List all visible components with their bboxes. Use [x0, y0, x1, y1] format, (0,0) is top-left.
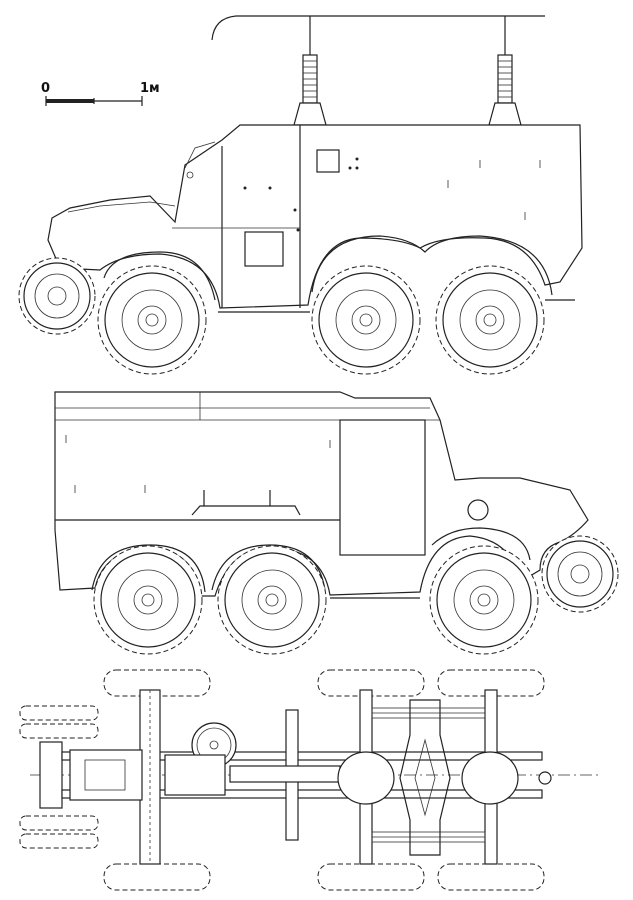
wheel-4	[93, 545, 203, 655]
engine	[69, 749, 143, 801]
scale-end-label: 1м	[140, 81, 160, 96]
wheel-2	[311, 265, 421, 375]
scale-bar: 0 1м	[41, 81, 160, 106]
side-view-left	[54, 391, 619, 655]
bogie-frame	[399, 699, 451, 856]
differential-1	[337, 751, 395, 805]
antenna-insulator-left	[293, 54, 327, 126]
chassis-top-view	[19, 669, 600, 891]
drive-shaft	[229, 765, 341, 783]
antenna-insulator-right	[488, 54, 522, 126]
differential-2	[461, 751, 519, 805]
antenna-wire	[211, 15, 545, 41]
tire-bottom-1	[103, 863, 211, 891]
wheel-6	[429, 545, 539, 655]
tire-bottom-3	[437, 863, 545, 891]
wheel-spare-rear	[541, 535, 619, 613]
wheel-5	[217, 545, 327, 655]
van-body	[47, 124, 583, 309]
side-view-right	[18, 15, 583, 375]
tire-bottom-2	[317, 863, 425, 891]
wheel-1	[97, 265, 207, 375]
scale-start-label: 0	[41, 81, 50, 96]
wheel-spare-front	[18, 257, 96, 335]
wheel-3	[435, 265, 545, 375]
